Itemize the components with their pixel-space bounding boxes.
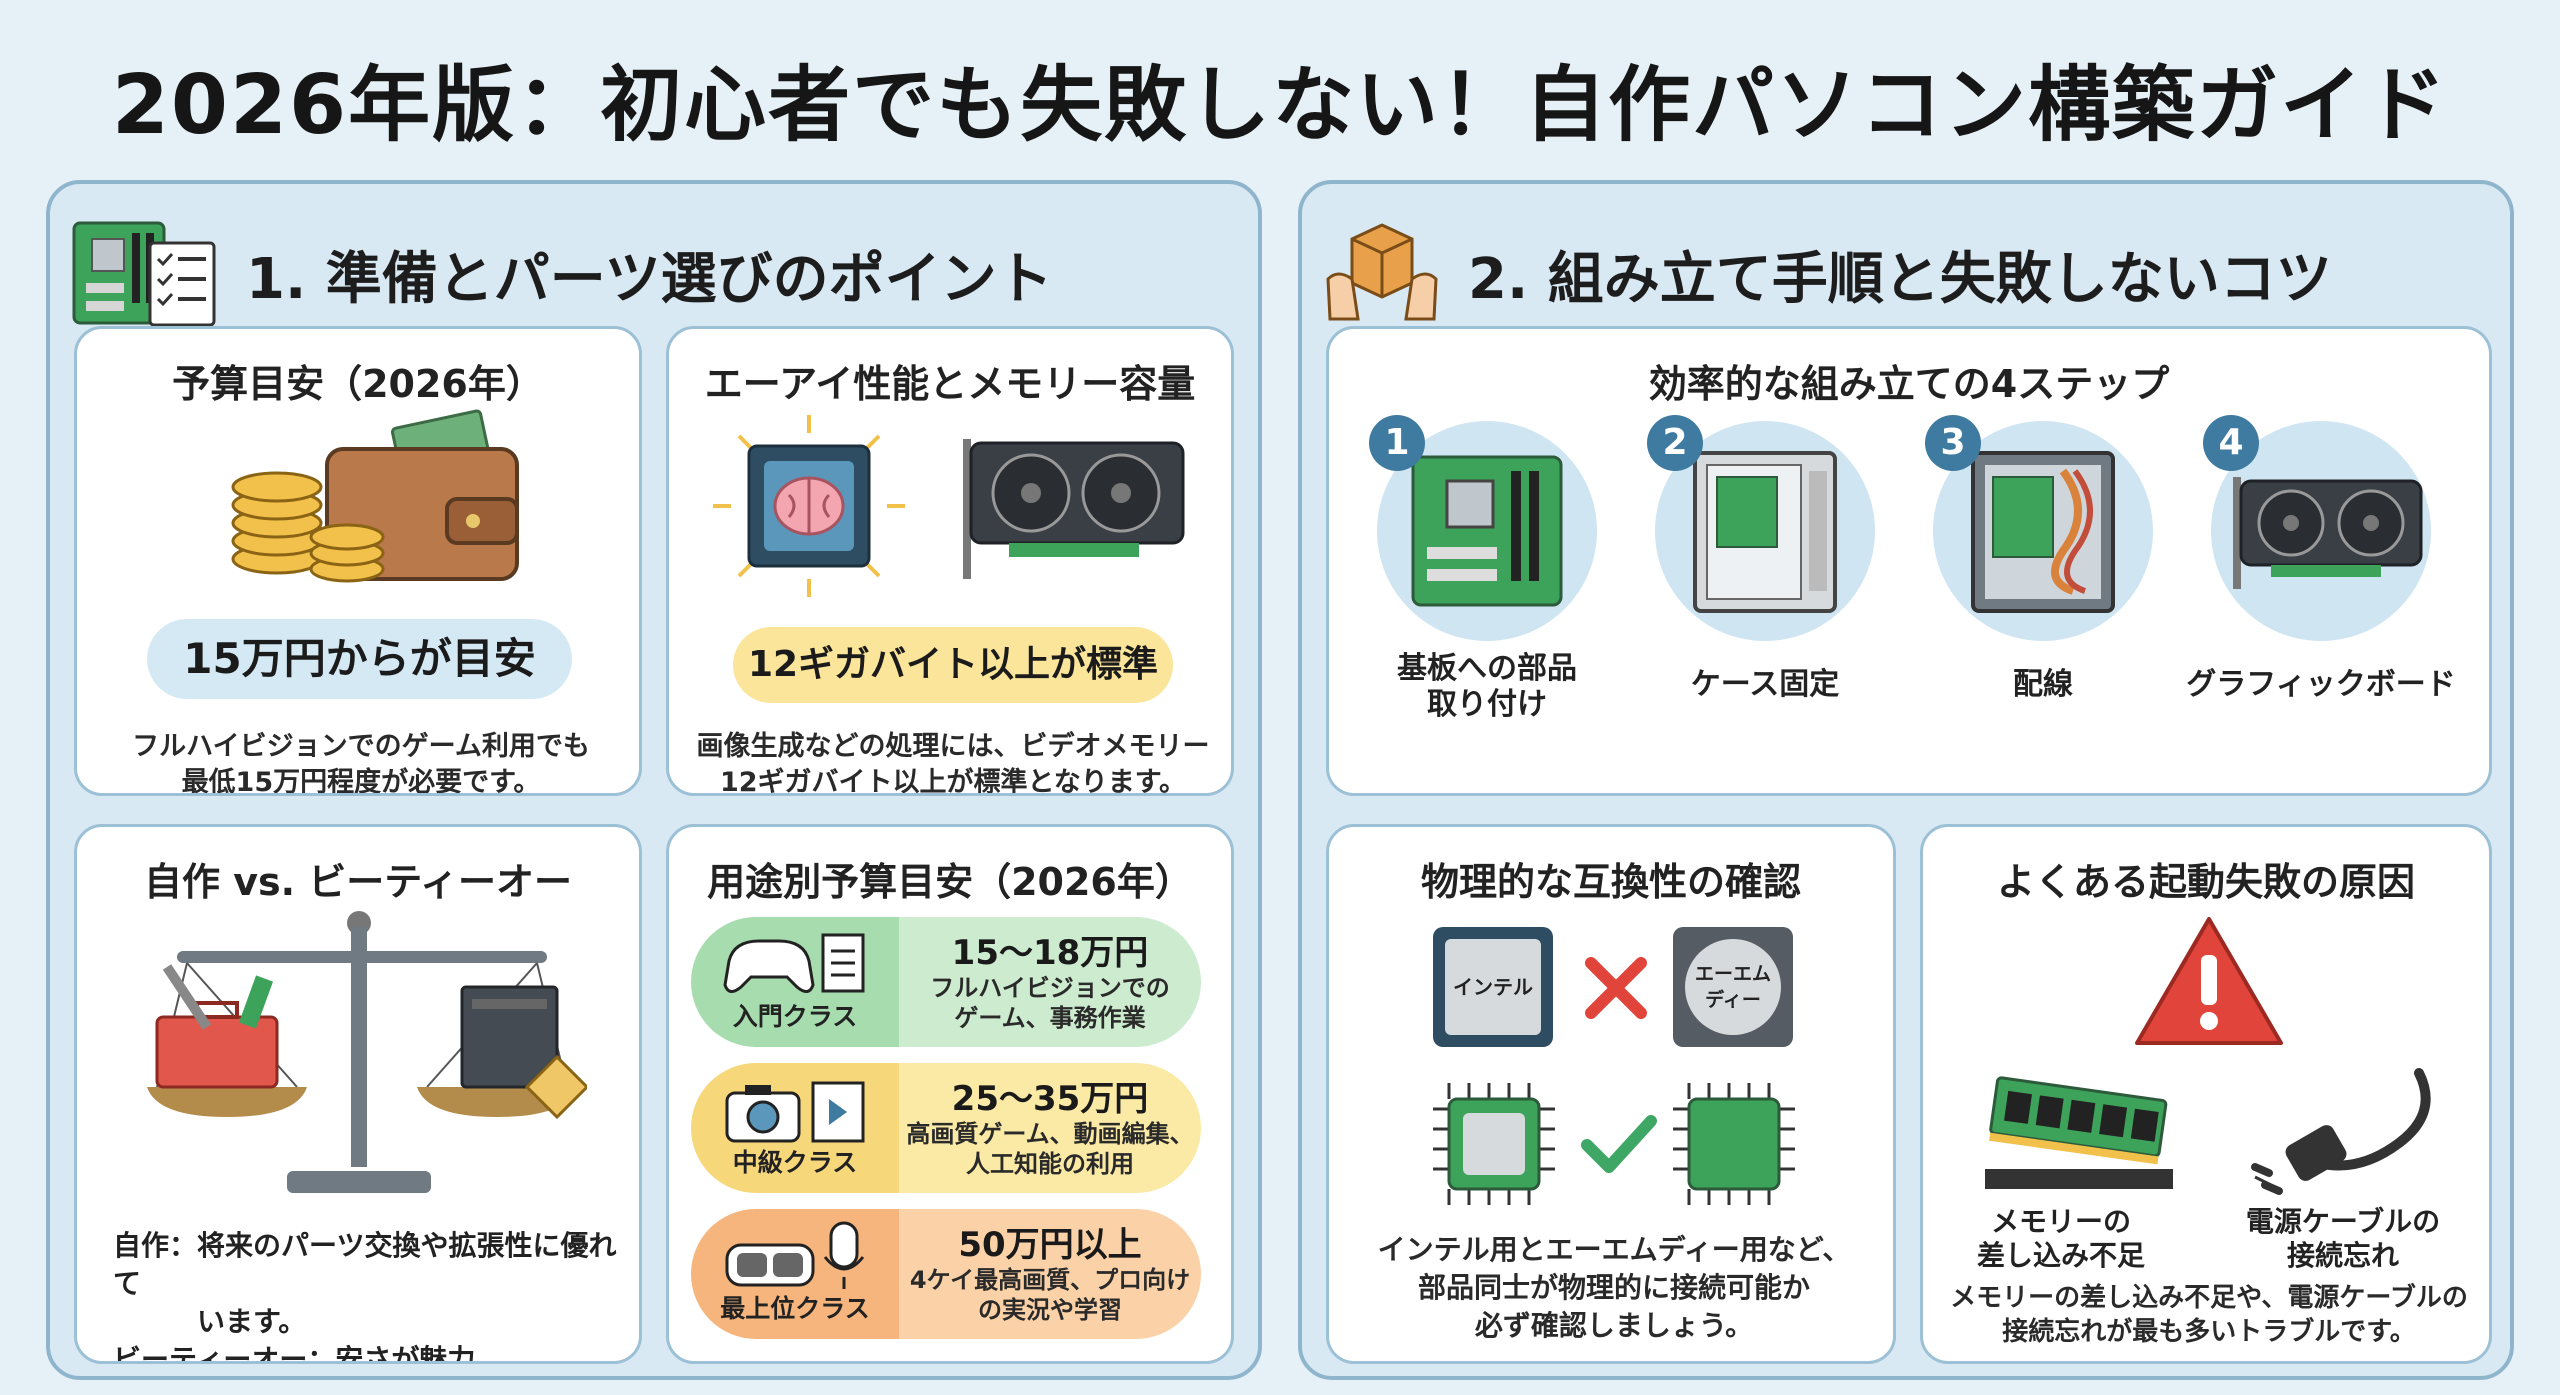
ai-memory-desc: 画像生成などの処理には、ビデオメモリー 12ギガバイト以上が標準となります。	[696, 731, 1210, 796]
hands-box-icon	[1326, 223, 1438, 321]
tier-entry-price: 15〜18万円	[951, 933, 1149, 973]
tier-mid-price: 25〜35万円	[951, 1079, 1149, 1119]
boot-failure-card: よくある起動失敗の原因 メモリーの 差し込み不足 電源ケーブル	[1920, 824, 2492, 1364]
compatibility-card-title: 物理的な互換性の確認	[1420, 860, 1801, 904]
cross-icon	[1585, 957, 1647, 1019]
ai-memory-card: エーアイ性能とメモリー容量 12ギガバイト以上が標準 画像生成などの処理には、ビ…	[666, 326, 1234, 796]
page-title: 2026年版：初心者でも失敗しない！自作パソコン構築ガイド	[111, 58, 2449, 153]
budget-card: 予算目安（2026年） 15万円からが目安 フルハイビジョンでのゲーム利用でも …	[74, 326, 642, 796]
usage-budget-card-title: 用途別予算目安（2026年）	[707, 860, 1193, 904]
check-icon	[1581, 1115, 1657, 1173]
motherboard-checklist-icon	[72, 221, 216, 327]
tier-entry-right: 15〜18万円 フルハイビジョンでの ゲーム、事務作業	[899, 917, 1201, 1047]
diy-vs-bto-desc: 自作：将来のパーツ交換や拡張性に優れて います。 ビーティーオー：安さが魅力。	[113, 1229, 617, 1364]
step-3-label: 配線	[2013, 667, 2073, 702]
tier-top: 最上位クラス 50万円以上 4ケイ最高画質、プロ向け の実況や学習	[691, 1209, 1201, 1339]
compatibility-card: 物理的な互換性の確認 インテル エーエム ディー	[1326, 824, 1896, 1364]
vr-headset-microphone-icon	[725, 1221, 865, 1289]
step-3-number: 3	[1925, 415, 1981, 471]
memory-module-icon	[1985, 1076, 2173, 1189]
coins-wallet-icon	[231, 409, 519, 583]
section-preparation-title: 1. 準備とパーツ選びのポイント	[246, 246, 1053, 312]
step-2-label: ケース固定	[1690, 667, 1840, 702]
socket-gray-icon	[1433, 1083, 1555, 1205]
step-1-number: 1	[1369, 415, 1425, 471]
tier-entry: 入門クラス 15〜18万円 フルハイビジョンでの ゲーム、事務作業	[691, 917, 1201, 1047]
step-2-visual	[1655, 421, 1875, 641]
budget-card-title: 予算目安（2026年）	[172, 362, 544, 406]
diy-vs-bto-card: 自作 vs. ビーティーオー 自作：将来のパーツ交換や拡張性に優れて います。 …	[74, 824, 642, 1364]
tier-top-name: 最上位クラス	[720, 1294, 870, 1323]
step-2-number: 2	[1647, 415, 1703, 471]
section-preparation: 1. 準備とパーツ選びのポイント 予算目安（2026年） 15万円からが目安 フ…	[46, 180, 1262, 1380]
tier-top-price: 50万円以上	[958, 1225, 1142, 1265]
wiring-icon	[1971, 451, 2115, 613]
tier-mid: 中級クラス 25〜35万円 高画質ゲーム、動画編集、 人工知能の利用	[691, 1063, 1201, 1193]
memory-cause-label: メモリーの 差し込み不足	[1976, 1205, 2145, 1272]
intel-chip-label: インテル	[1445, 939, 1541, 1035]
tier-entry-desc: フルハイビジョンでの ゲーム、事務作業	[930, 974, 1170, 1032]
tier-top-left: 最上位クラス	[691, 1209, 899, 1339]
diy-vs-bto-card-title: 自作 vs. ビーティーオー	[143, 860, 572, 904]
tier-entry-left: 入門クラス	[691, 917, 899, 1047]
pc-case-icon	[1693, 451, 1837, 613]
graphics-card-icon	[963, 439, 1185, 579]
ai-memory-highlight: 12ギガバイト以上が標準	[733, 627, 1173, 703]
tier-entry-name: 入門クラス	[732, 1002, 858, 1031]
camera-video-icon	[725, 1081, 865, 1143]
tier-top-right: 50万円以上 4ケイ最高画質、プロ向け の実況や学習	[899, 1209, 1201, 1339]
section-assembly: 2. 組み立て手順と失敗しないコツ 効率的な組み立ての4ステップ 1 基板への部…	[1298, 180, 2514, 1380]
warning-icon	[2135, 917, 2283, 1045]
ai-memory-card-title: エーアイ性能とメモリー容量	[704, 362, 1196, 406]
section-assembly-header: 2. 組み立て手順と失敗しないコツ	[1322, 214, 2332, 334]
step-4-number: 4	[2203, 415, 2259, 471]
boot-failure-desc: メモリーの差し込み不足や、電源ケーブルの 接続忘れが最も多いトラブルです。	[1950, 1283, 2468, 1347]
power-cause-label: 電源ケーブルの 接続忘れ	[2245, 1205, 2441, 1272]
tier-top-desc: 4ケイ最高画質、プロ向け の実況や学習	[909, 1266, 1191, 1324]
usage-budget-card: 用途別予算目安（2026年） 入門クラス 15〜18万円 フルハイビジョンでの …	[666, 824, 1234, 1364]
motherboard-icon	[1411, 455, 1563, 607]
amd-chip-label: エーエム ディー	[1685, 939, 1781, 1035]
assembly-steps-card: 効率的な組み立ての4ステップ 1 基板への部品 取り付け 2 ケース固定	[1326, 326, 2492, 796]
gamepad-document-icon	[723, 933, 865, 993]
graphics-board-icon	[2233, 477, 2423, 589]
tier-mid-desc: 高画質ゲーム、動画編集、 人工知能の利用	[906, 1120, 1194, 1178]
ai-chip-icon	[713, 415, 905, 597]
step-4-visual	[2211, 421, 2431, 641]
step-1-label: 基板への部品 取り付け	[1397, 651, 1577, 722]
power-plug-icon	[2251, 1068, 2431, 1195]
tier-mid-right: 25〜35万円 高画質ゲーム、動画編集、 人工知能の利用	[899, 1063, 1201, 1193]
compatibility-desc: インテル用とエーエムディー用など、 部品同士が物理的に接続可能か 必ず確認しまし…	[1377, 1233, 1851, 1342]
intel-chip: インテル	[1433, 927, 1553, 1047]
amd-chip: エーエム ディー	[1673, 927, 1793, 1047]
tier-mid-left: 中級クラス	[691, 1063, 899, 1193]
budget-highlight: 15万円からが目安	[147, 619, 572, 699]
budget-desc: フルハイビジョンでのゲーム利用でも 最低15万円程度が必要です。	[132, 731, 590, 796]
boot-failure-card-title: よくある起動失敗の原因	[1996, 860, 2415, 904]
socket-green-icon	[1673, 1083, 1795, 1205]
section-preparation-header: 1. 準備とパーツ選びのポイント	[70, 214, 1053, 334]
balance-scale-icon	[147, 911, 587, 1193]
step-4-label: グラフィックボード	[2186, 667, 2456, 702]
assembly-steps-title: 効率的な組み立ての4ステップ	[1648, 362, 2170, 406]
step-1-visual	[1377, 421, 1597, 641]
tier-mid-name: 中級クラス	[732, 1148, 858, 1177]
section-assembly-title: 2. 組み立て手順と失敗しないコツ	[1468, 246, 2332, 312]
